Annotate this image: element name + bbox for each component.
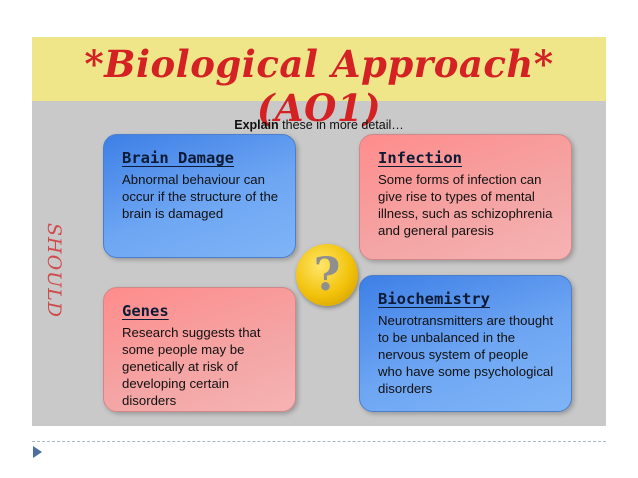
bullet-arrow-icon	[33, 446, 42, 458]
slide-title: *Biological Approach* (AO1)	[84, 42, 554, 130]
card-biochemistry: Biochemistry Neurotransmitters are thoug…	[359, 275, 572, 412]
card-title: Brain Damage	[122, 149, 234, 167]
question-mark-icon: ?	[296, 244, 358, 306]
card-genes: Genes Research suggests that some people…	[103, 287, 296, 412]
subtitle-text: these in more detail…	[278, 118, 404, 132]
card-body: Abnormal behaviour can occur if the stru…	[122, 172, 279, 221]
divider	[32, 441, 606, 442]
slide-image: *Biological Approach* (AO1) Explain thes…	[32, 37, 606, 426]
title-band: *Biological Approach* (AO1)	[32, 37, 606, 130]
card-infection: Infection Some forms of infection can gi…	[359, 134, 572, 260]
subtitle-emphasis: Explain	[234, 118, 279, 132]
card-title: Infection	[378, 149, 462, 167]
card-brain-damage: Brain Damage Abnormal behaviour can occu…	[103, 134, 296, 258]
card-body: Some forms of infection can give rise to…	[378, 172, 553, 238]
side-label: SHOULD	[43, 223, 65, 319]
card-body: Research suggests that some people may b…	[122, 325, 261, 408]
card-title: Biochemistry	[378, 290, 490, 308]
subtitle: Explain these in more detail…	[32, 118, 606, 132]
card-body: Neurotransmitters are thought to be unba…	[378, 313, 554, 396]
card-title: Genes	[122, 302, 169, 320]
